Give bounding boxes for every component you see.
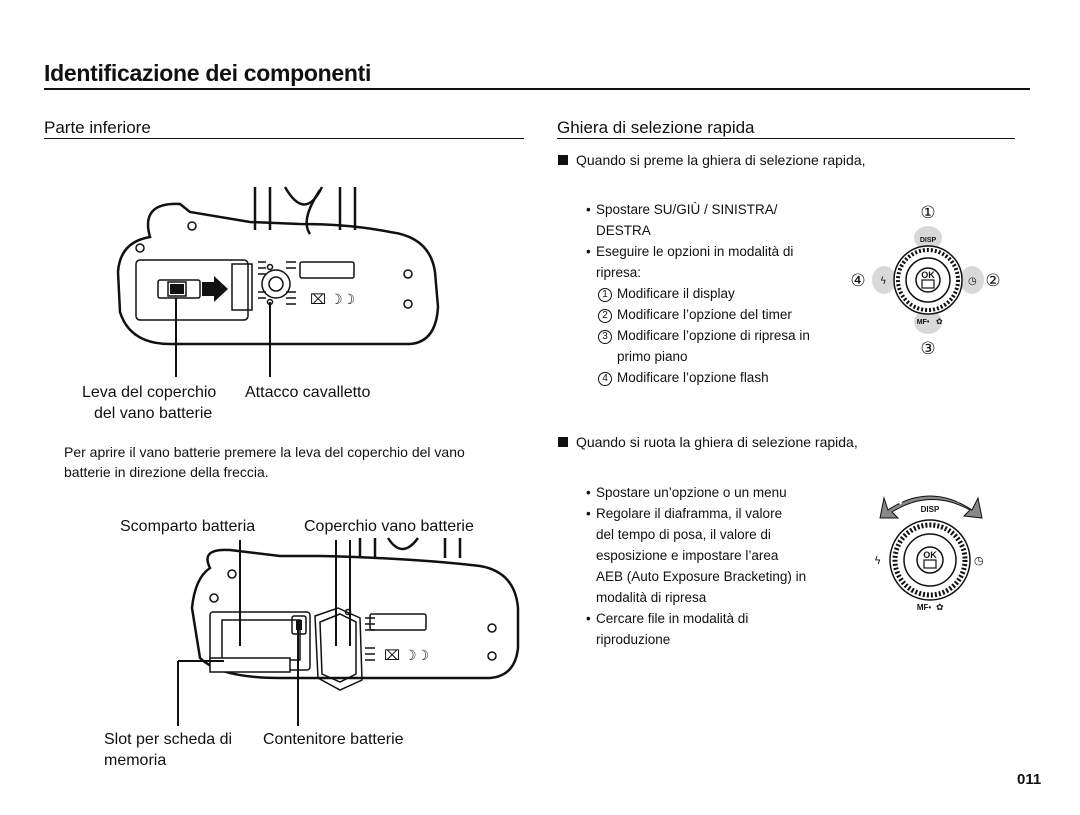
rotate-list: Spostare un’opzione o un menu Regolare i… [586,482,856,650]
macro-icon: ✿ [936,317,943,326]
number-4-marker: 4 [598,372,612,386]
list-item: Spostare un’opzione o un menu [586,482,856,503]
list-item: Eseguire le opzioni in modalità diripres… [586,241,846,283]
ok-label: OK [923,550,937,560]
rotate-heading: Quando si ruota la ghiera di selezione r… [558,432,858,453]
label-battery-cover: Coperchio vano batterie [304,518,474,535]
marker-2: ② [985,271,1000,291]
press-heading: Quando si preme la ghiera di selezione r… [558,150,866,171]
timer-icon: ◷ [974,554,984,567]
marker-3: ③ [920,339,935,359]
title-rule [44,88,1030,90]
label-memory-card-slot: Slot per scheda di [104,731,233,748]
page-number: 011 [1017,771,1042,788]
dial-press-illustration: OK DISP MF• ϟ ◷ ✿ ① ② ③ ④ [850,203,1000,359]
disp-label: DISP [920,237,937,244]
number-3-marker: 3 [598,330,612,344]
section-title-dial: Ghiera di selezione rapida [557,118,755,137]
label-tripod-mount: Attacco cavalletto [245,384,371,401]
ok-label: OK [921,270,935,280]
page-title: Identificazione dei componenti [44,60,372,86]
label-memory-card-slot-line2: memoria [104,752,167,769]
camera-bottom-illustration: ⌧ ☽☽ [116,186,440,377]
label-battery-holder: Contenitore batterie [263,731,404,748]
mf-label: MF• [917,319,930,326]
marker-4: ④ [850,271,865,291]
flash-icon: ϟ [874,554,881,567]
square-bullet-icon [558,437,568,447]
number-1-marker: 1 [598,288,612,302]
instruction-paragraph-line2: batterie in direzione della freccia. [64,464,269,480]
svg-text:⌧ ☽☽: ⌧ ☽☽ [310,291,355,307]
list-item: Spostare SU/GIÙ / SINISTRA/DESTRA [586,199,846,241]
label-lever: Leva del coperchio [82,384,217,401]
mf-label: MF• [917,603,932,612]
marker-1: ① [920,203,935,223]
section-rule-right [557,138,1015,139]
section-title-bottom: Parte inferiore [44,118,151,137]
label-lever-line2: del vano batterie [94,405,213,422]
press-heading-text: Quando si preme la ghiera di selezione r… [576,152,866,168]
section-rule-left [44,138,524,139]
flash-icon: ϟ [880,276,887,287]
instruction-paragraph: Per aprire il vano batterie premere la l… [64,444,465,460]
timer-icon: ◷ [968,276,977,287]
rotate-heading-text: Quando si ruota la ghiera di selezione r… [576,434,858,450]
dial-rotate-illustration: OK DISP MF• ϟ ◷ ✿ [874,485,984,613]
camera-open-compartment-illustration: ⌧ ☽☽ [177,537,520,726]
option-closeup-line2: primo piano [617,349,688,364]
disp-label: DISP [921,505,940,514]
press-list: Spostare SU/GIÙ / SINISTRA/DESTRA Esegui… [586,199,846,388]
number-2-marker: 2 [598,309,612,323]
svg-text:⌧ ☽☽: ⌧ ☽☽ [384,647,429,663]
square-bullet-icon [558,155,568,165]
macro-icon: ✿ [936,603,944,613]
label-battery-compartment: Scomparto batteria [120,518,256,535]
